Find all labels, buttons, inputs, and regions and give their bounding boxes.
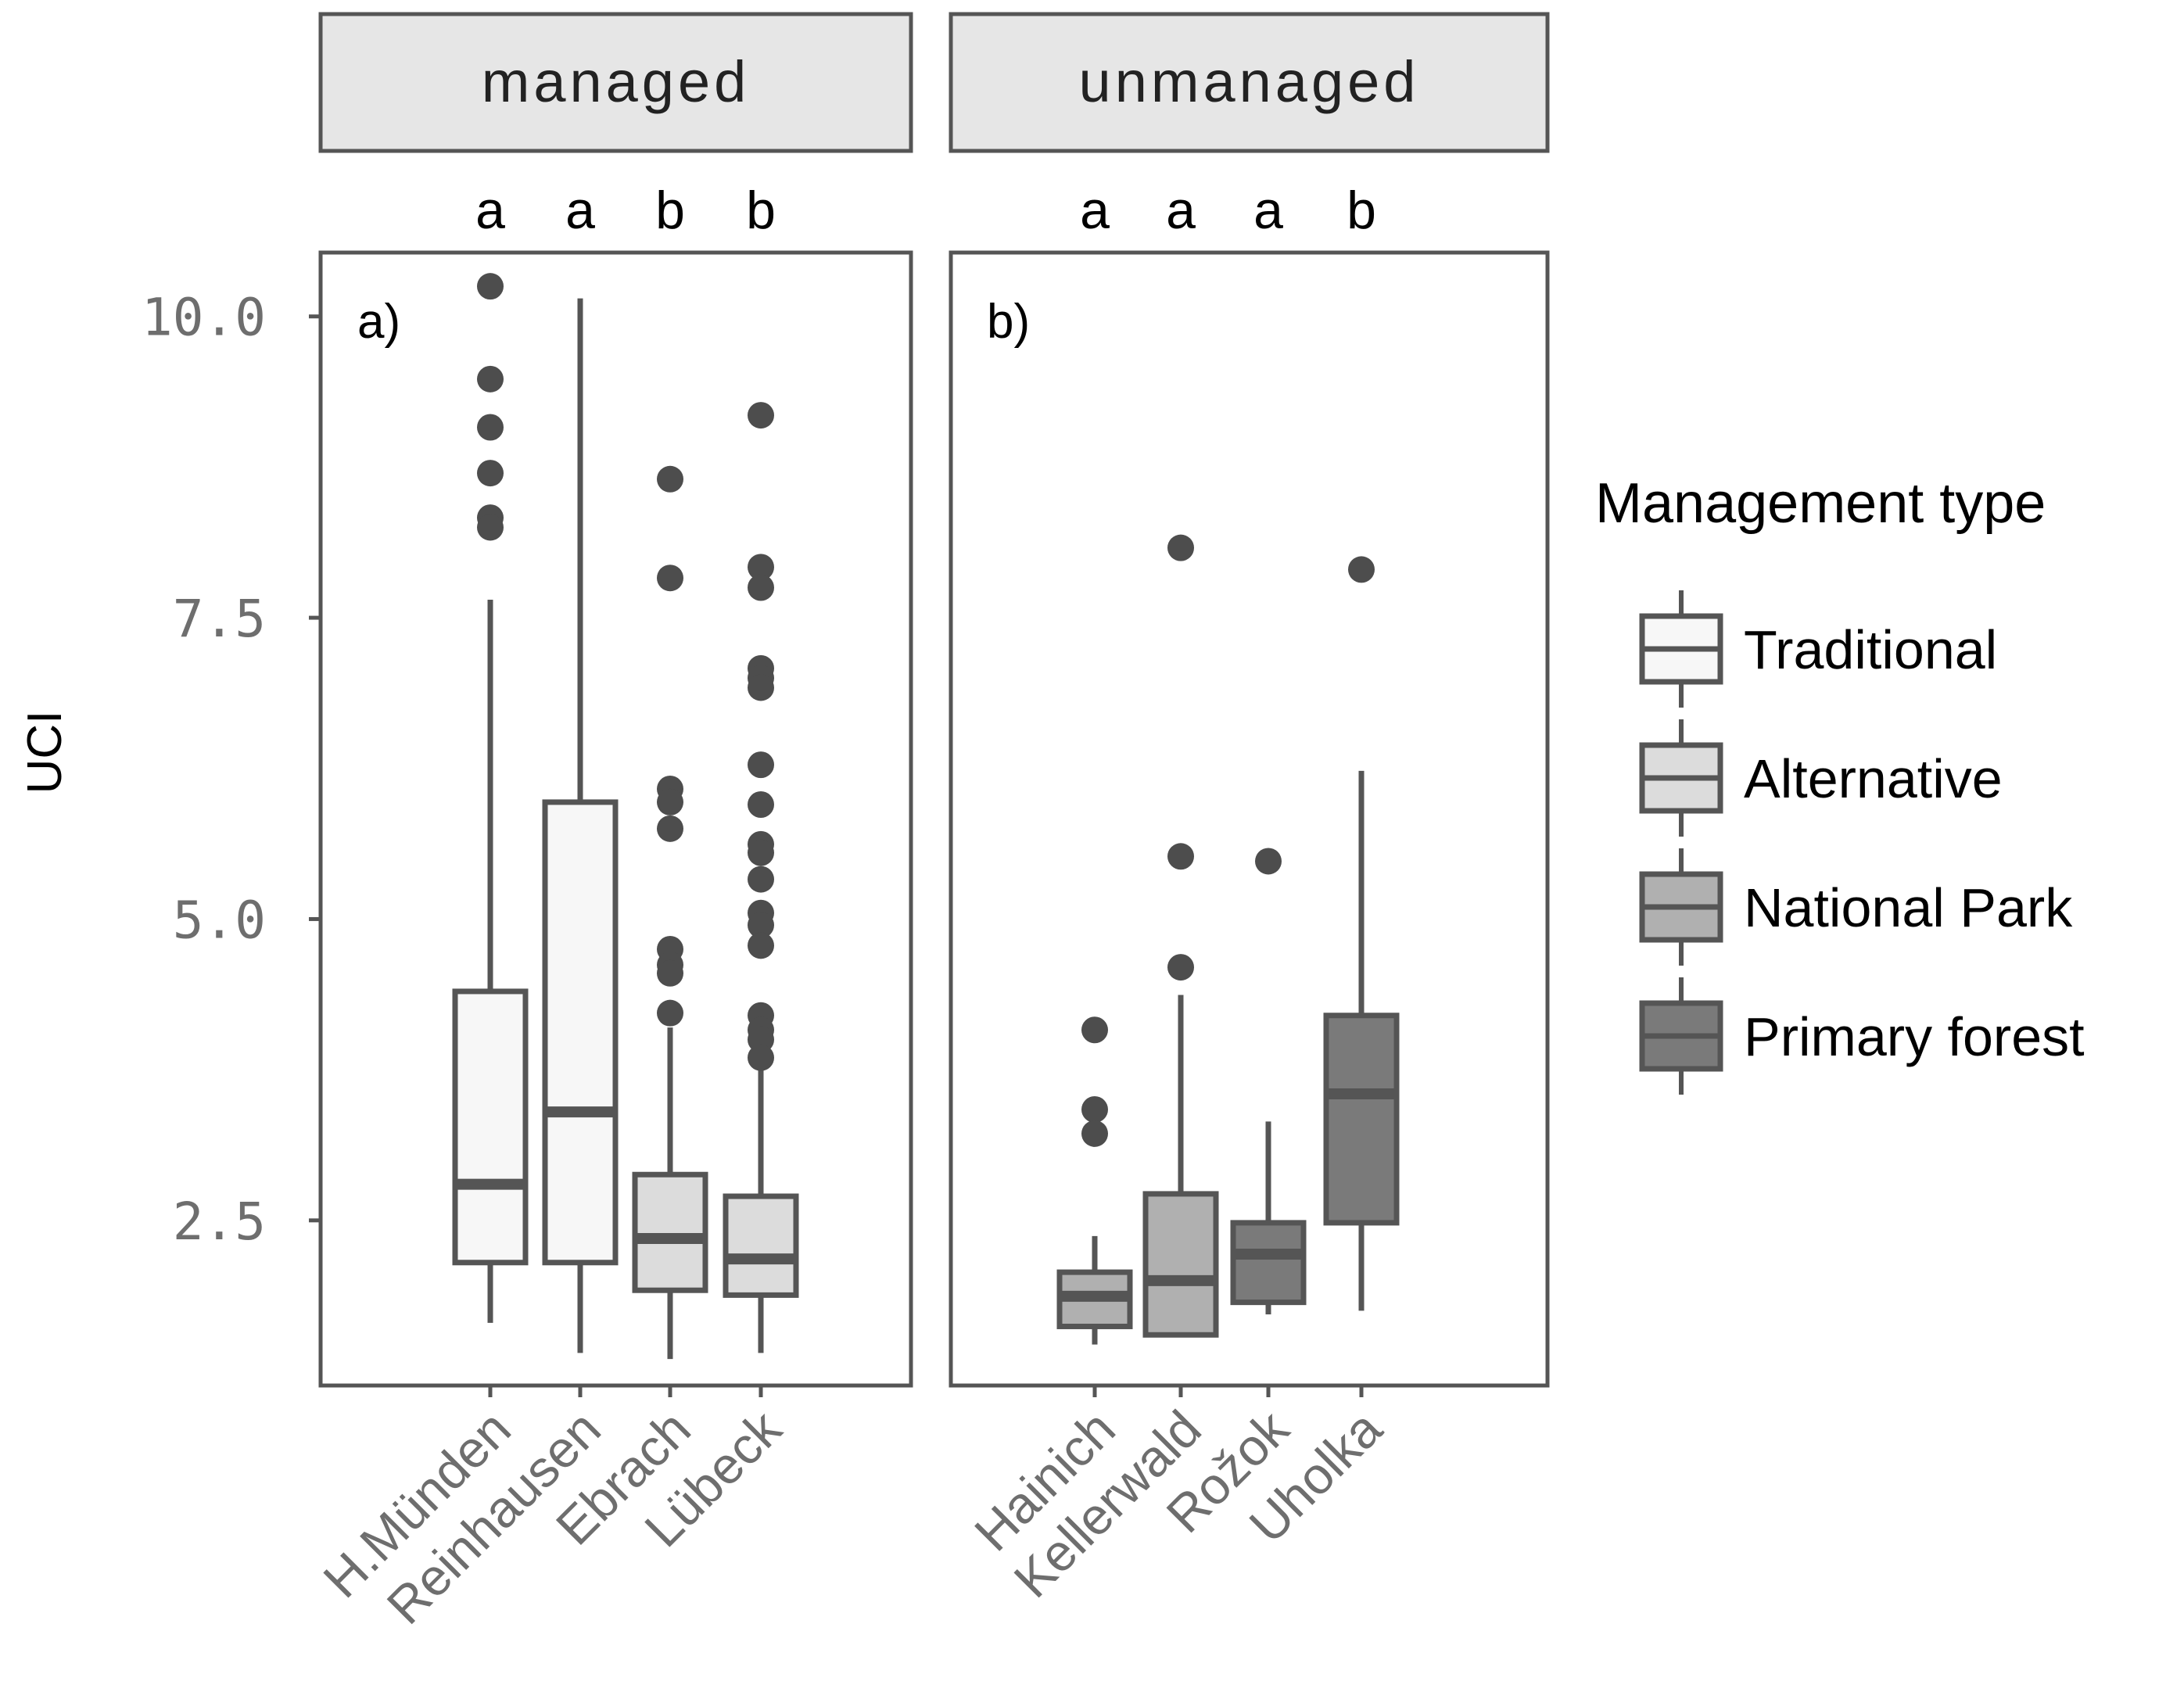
group-letter: b — [746, 181, 776, 240]
y-tick-label: 10.0 — [142, 288, 266, 348]
legend-title: Management type — [1595, 472, 2046, 535]
panel-border — [318, 250, 913, 1388]
y-tick-label: 7.5 — [173, 589, 266, 649]
outlier-point — [748, 554, 774, 581]
outlier-point — [748, 674, 774, 701]
outlier-point — [748, 932, 774, 959]
legend-entry-label: National Park — [1744, 877, 2073, 938]
panel-label: a) — [357, 295, 400, 349]
legend-entry-label: Primary forest — [1744, 1006, 2085, 1067]
outlier-point — [1081, 1120, 1108, 1147]
panel-border — [949, 250, 1550, 1388]
box — [452, 988, 529, 1266]
group-letter: b — [1347, 181, 1376, 240]
facet-strip — [949, 12, 1550, 153]
box — [1323, 1013, 1400, 1226]
box — [723, 1193, 799, 1298]
group-letter: a — [565, 181, 595, 240]
y-tick-label: 5.0 — [173, 890, 266, 950]
outlier-point — [657, 788, 683, 816]
group-letter: a — [1080, 181, 1110, 240]
outlier-point — [1081, 1016, 1108, 1044]
outlier-point — [657, 815, 683, 842]
outlier-point — [477, 414, 504, 441]
outlier-point — [1167, 843, 1194, 870]
outlier-point — [748, 791, 774, 819]
panel-label: b) — [987, 295, 1030, 349]
outlier-point — [748, 751, 774, 779]
outlier-point — [477, 514, 504, 541]
group-letter: a — [475, 181, 505, 240]
group-letter: a — [1166, 181, 1196, 240]
outlier-point — [1167, 534, 1194, 561]
outlier-point — [748, 1044, 774, 1071]
box — [1230, 1220, 1307, 1306]
group-letter: a — [1253, 181, 1283, 240]
outlier-point — [748, 839, 774, 866]
facet-strip — [318, 12, 913, 153]
outlier-point — [1255, 848, 1282, 875]
outlier-point — [477, 365, 504, 393]
box — [632, 1171, 708, 1293]
legend-entry-label: Alternative — [1744, 748, 2003, 809]
outlier-point — [1348, 556, 1375, 583]
y-axis-label: UCI — [18, 711, 72, 794]
outlier-point — [657, 565, 683, 592]
box — [1142, 1191, 1219, 1338]
outlier-point — [748, 912, 774, 939]
outlier-point — [748, 574, 774, 601]
box — [542, 799, 619, 1266]
outlier-point — [477, 273, 504, 300]
group-letter: b — [655, 181, 685, 240]
facet-strip-label: managed — [482, 49, 751, 114]
outlier-point — [657, 465, 683, 493]
facet-strip-label: unmanaged — [1079, 49, 1420, 114]
outlier-point — [1081, 1095, 1108, 1123]
outlier-point — [748, 402, 774, 429]
outlier-point — [477, 460, 504, 487]
outlier-point — [657, 959, 683, 987]
outlier-point — [748, 866, 774, 893]
outlier-point — [657, 999, 683, 1027]
legend-entry-label: Traditional — [1744, 619, 1997, 680]
outlier-point — [1167, 954, 1194, 981]
y-tick-label: 2.5 — [173, 1192, 266, 1252]
